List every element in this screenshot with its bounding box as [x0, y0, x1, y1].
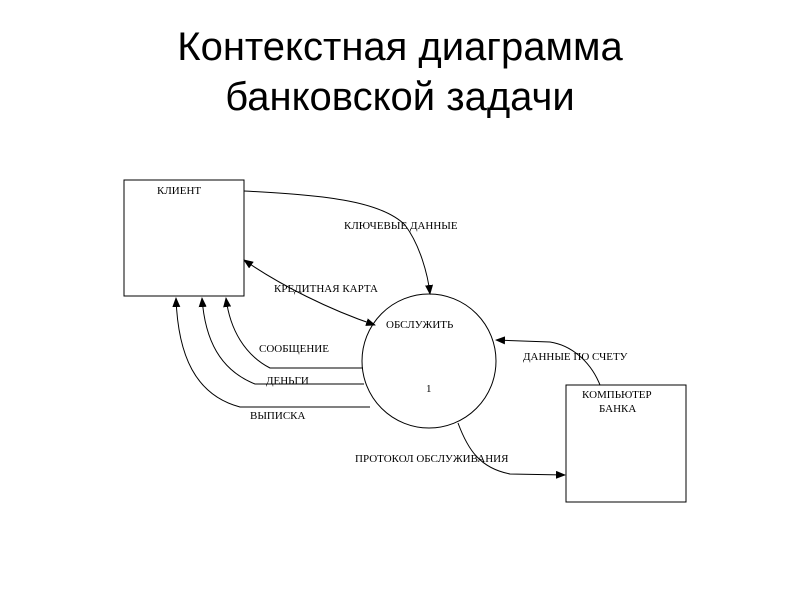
title-line-1: Контекстная диаграмма — [177, 25, 623, 69]
flow-statement-arrow — [172, 297, 370, 408]
process-number: 1 — [426, 383, 432, 395]
process-circle — [361, 293, 497, 429]
flow-message-label: СООБЩЕНИЕ — [259, 343, 329, 355]
process-label: ОБСЛУЖИТЬ — [386, 319, 453, 331]
flow-account-data-arrow — [495, 336, 601, 386]
bank-computer-label-line-2: БАНКА — [599, 403, 636, 415]
flow-key-data-arrow — [243, 190, 434, 295]
flow-credit-card-arrow — [243, 259, 376, 326]
bank-computer-label-line-1: КОМПЬЮТЕР — [582, 389, 652, 401]
flow-service-log-label: ПРОТОКОЛ ОБСЛУЖИВАНИЯ — [355, 453, 509, 465]
flow-money-label: ДЕНЬГИ — [266, 375, 309, 387]
flow-money-arrow — [198, 297, 364, 385]
flow-service-log-arrow — [457, 422, 566, 479]
flow-credit-card-label: КРЕДИТНАЯ КАРТА — [274, 283, 378, 295]
bank-computer-entity-box — [565, 384, 687, 503]
flow-account-data-label: ДАННЫЕ ПО СЧЕТУ — [523, 351, 628, 363]
slide-title: Контекстная диаграмма банковской задачи — [0, 22, 800, 122]
title-line-2: банковской задачи — [225, 75, 575, 119]
flow-key-data-label: КЛЮЧЕВЫЕ ДАННЫЕ — [344, 220, 458, 232]
client-entity-label: КЛИЕНТ — [157, 185, 201, 197]
flow-statement-label: ВЫПИСКА — [250, 410, 305, 422]
flow-message-arrow — [223, 297, 363, 369]
client-entity-box — [123, 179, 245, 297]
